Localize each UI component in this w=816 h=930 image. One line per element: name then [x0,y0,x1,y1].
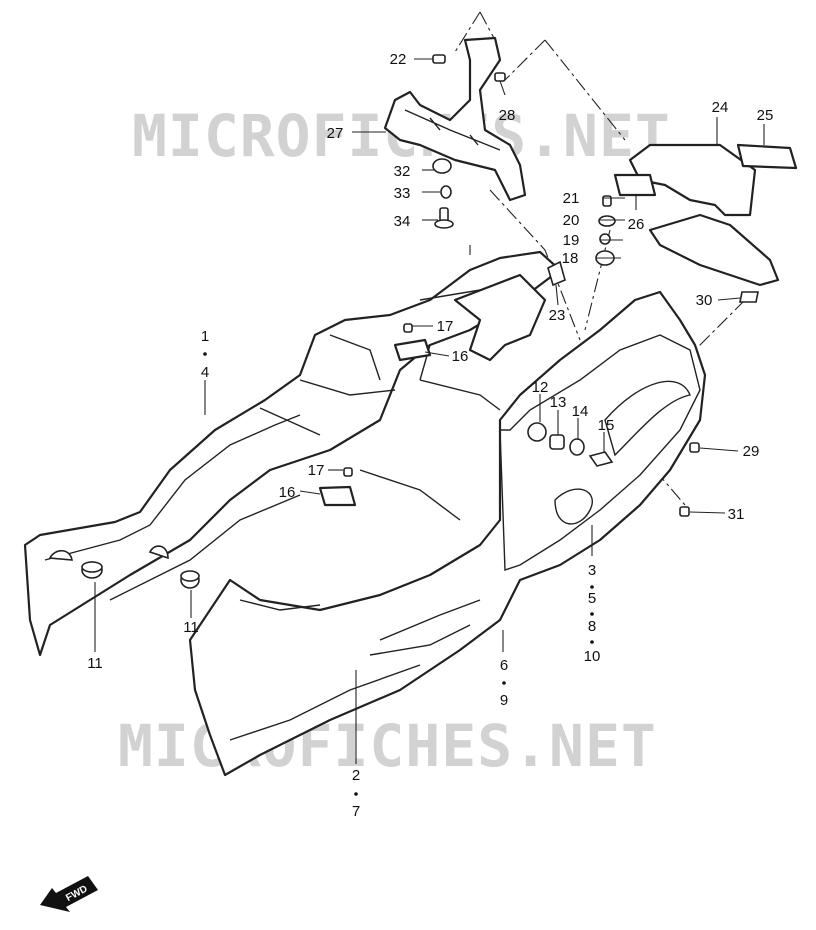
callout-32: 32 [394,163,411,180]
tail-brace-24 [613,143,780,287]
callout-29: 29 [743,443,760,460]
callout-21: 21 [563,190,580,207]
seat-lock-bracket [318,273,547,507]
watermark-bottom: MICROFICHES.NET [118,712,657,780]
callout-23: 23 [549,307,566,324]
callout-18: 18 [562,250,579,267]
callout-27: 27 [327,125,344,142]
callout-labels: 1 4 2 7 3 5 8 10 6 9 11 11 12 13 14 15 1… [87,51,773,820]
callout-22: 22 [390,51,407,68]
emblem-25 [736,143,798,170]
callout-1: 1 [201,328,209,345]
callout-11-left: 11 [87,655,103,672]
callout-16-lower: 16 [279,484,296,501]
callout-25: 25 [757,107,774,124]
callout-2: 2 [352,767,360,784]
callout-33: 33 [394,185,411,202]
callout-13: 13 [550,394,567,411]
callout-7: 7 [352,803,360,820]
callout-12: 12 [532,379,549,396]
callout-17-upper: 17 [437,318,454,335]
callout-5: 5 [588,590,596,607]
callout-20: 20 [563,212,580,229]
grommet-11-right [180,570,200,589]
callout-3: 3 [588,562,596,579]
cover-tabs [48,545,169,561]
callout-14: 14 [572,403,589,420]
fwd-arrow-icon: FWD [40,876,98,912]
leader-lines [94,58,765,764]
callout-16-upper: 16 [452,348,469,365]
seat-bracket-27 [383,36,527,202]
callout-9: 9 [500,692,508,709]
callout-28: 28 [499,107,516,124]
seat-tail-cover-right [188,289,707,777]
callout-8: 8 [588,618,596,635]
callout-26: 26 [628,216,645,233]
callout-4: 4 [201,364,209,381]
callout-31: 31 [728,506,745,523]
callout-34: 34 [394,213,411,230]
callout-30: 30 [696,292,713,309]
reference-lines [454,11,746,506]
callout-6: 6 [500,657,508,674]
grommet-11-left [81,561,103,579]
callout-15: 15 [598,417,615,434]
callout-19: 19 [563,232,580,249]
callout-17-lower: 17 [308,462,325,479]
callout-24: 24 [712,99,729,116]
callout-11-right: 11 [183,619,199,636]
callout-10: 10 [584,648,601,665]
